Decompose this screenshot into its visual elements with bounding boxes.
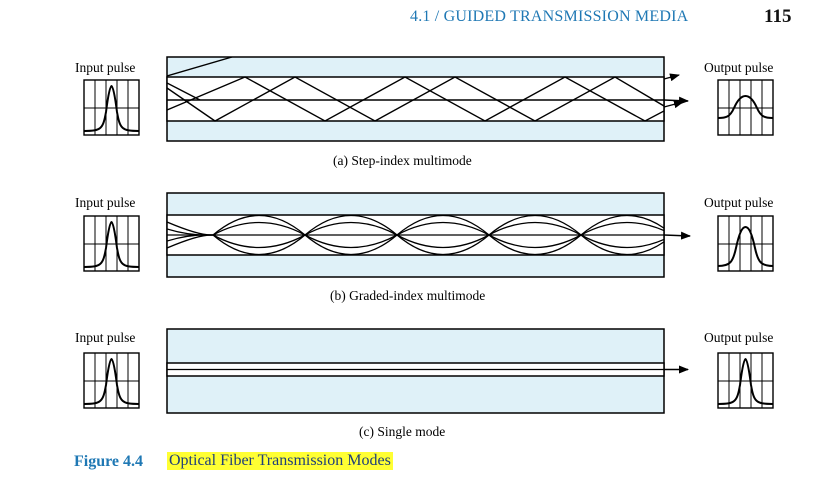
output-pulse-plot-c xyxy=(717,352,774,409)
input-pulse-label-c: Input pulse xyxy=(75,330,136,345)
figure-label: Figure 4.4 xyxy=(74,453,144,470)
fiber-c xyxy=(166,328,689,414)
input-pulse-label-a: Input pulse xyxy=(75,60,136,75)
caption-b: (b) Graded-index multimode xyxy=(330,288,486,303)
fiber-a xyxy=(166,56,689,142)
fiber-b xyxy=(166,192,691,278)
output-pulse-label-c: Output pulse xyxy=(704,330,774,345)
output-pulse-label-a: Output pulse xyxy=(704,60,774,75)
input-pulse-label-b: Input pulse xyxy=(75,195,136,210)
output-pulse-plot-a xyxy=(717,79,774,136)
figure-title: Optical Fiber Transmission Modes xyxy=(167,452,393,470)
output-pulse-plot-b xyxy=(717,215,774,272)
input-pulse-plot-a xyxy=(83,79,140,136)
output-pulse-label-b: Output pulse xyxy=(704,195,774,210)
page-number: 115 xyxy=(764,6,792,27)
input-pulse-plot-b xyxy=(83,215,140,272)
input-pulse-plot-c xyxy=(83,352,140,409)
caption-a: (a) Step-index multimode xyxy=(333,153,472,168)
running-head: 4.1 / GUIDED TRANSMISSION MEDIA xyxy=(410,8,689,25)
caption-c: (c) Single mode xyxy=(359,424,446,439)
